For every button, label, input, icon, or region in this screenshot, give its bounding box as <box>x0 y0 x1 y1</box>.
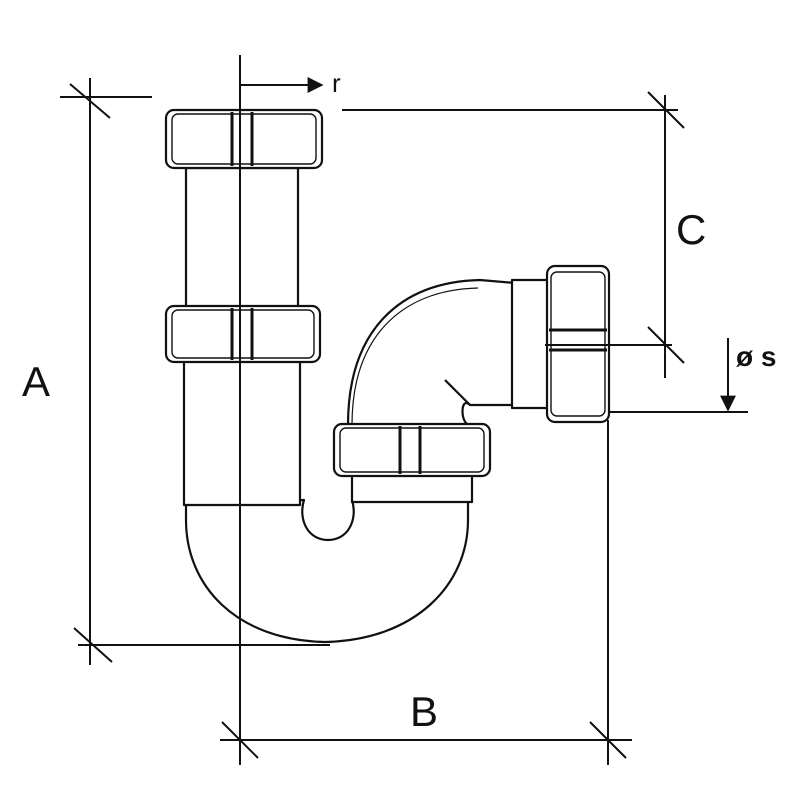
top-nut <box>164 108 324 170</box>
label-c: C <box>676 206 706 253</box>
label-a: A <box>22 358 50 405</box>
lower-nut <box>332 422 492 478</box>
outlet-elbow <box>346 278 522 427</box>
inlet-tube-lower <box>182 358 302 507</box>
label-b: B <box>410 688 438 735</box>
u-bend <box>184 498 470 644</box>
middle-nut <box>164 304 322 364</box>
inlet-tube-upper <box>184 166 300 310</box>
label-r: r <box>332 68 341 98</box>
siphon-body <box>164 108 611 644</box>
label-s: ø s <box>736 341 776 372</box>
dimension-lines <box>60 55 748 765</box>
